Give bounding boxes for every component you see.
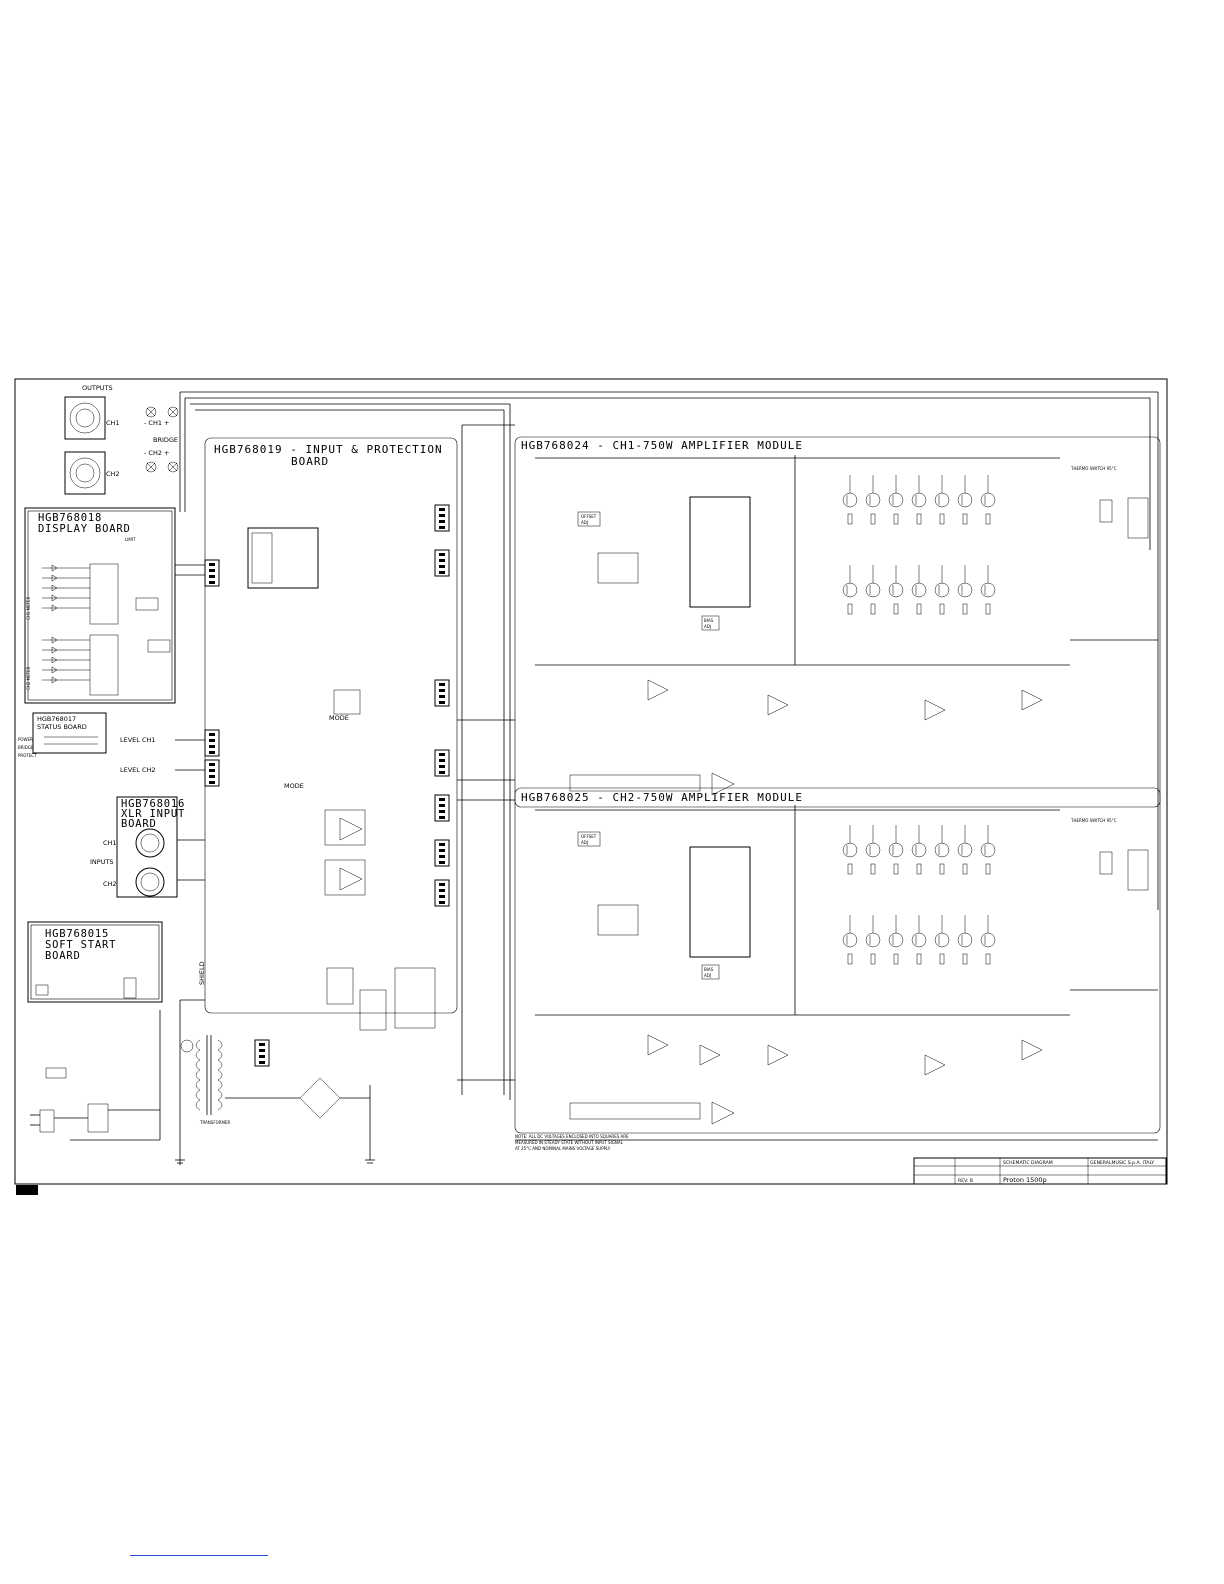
svg-text:HGB768017: HGB768017 xyxy=(37,715,76,723)
svg-text:TRANSFORMER: TRANSFORMER xyxy=(199,1120,231,1125)
svg-text:OFFSET: OFFSET xyxy=(581,834,597,839)
bridge-rectifier xyxy=(225,1077,371,1160)
speakon-ch2: CH2 xyxy=(64,451,120,495)
mains-transformer: TRANSFORMER xyxy=(180,1035,231,1125)
display-board: HGB768018 DISPLAY BOARD CH1 METER CH2 ME… xyxy=(24,507,176,704)
ch1-output-transistors xyxy=(842,475,996,615)
outputs-label: OUTPUTS xyxy=(82,384,113,392)
svg-text:NOTE: ALL DC VOLTAGES ENCLOSED: NOTE: ALL DC VOLTAGES ENCLOSED INTO SQUA… xyxy=(515,1134,629,1139)
binding-posts xyxy=(145,406,179,473)
svg-text:BOARD: BOARD xyxy=(121,818,157,830)
inputs-label: INPUTS xyxy=(90,858,114,866)
svg-text:ADJ: ADJ xyxy=(704,973,711,978)
protection-connectors xyxy=(204,504,450,1067)
svg-text:Proton 1500p: Proton 1500p xyxy=(1003,1176,1047,1184)
svg-text:MODE: MODE xyxy=(329,714,349,722)
shield-label: SHIELD xyxy=(198,961,206,985)
out-ch2-polarity: - CH2 + xyxy=(144,449,170,457)
connector xyxy=(434,749,450,777)
svg-text:HGB768019 - INPUT & PROTECTION: HGB768019 - INPUT & PROTECTION xyxy=(214,443,443,456)
svg-text:AT 25°C AND NOMINAL MAINS VOLT: AT 25°C AND NOMINAL MAINS VOLTAGE SUPPLY… xyxy=(515,1146,611,1151)
status-board: HGB768017 STATUS BOARD POWER BRIDGE PROT… xyxy=(18,712,107,758)
ch2-amplifier-module: HGB768025 - CH2-750W AMPLIFIER MODULE OF… xyxy=(514,787,1161,1134)
sheet-frame xyxy=(14,378,1168,1185)
svg-text:ADJ: ADJ xyxy=(581,520,588,525)
svg-text:XLR INPUT: XLR INPUT xyxy=(121,808,185,820)
out-bridge-label: BRIDGE xyxy=(153,436,178,444)
input-protection-board: HGB768019 - INPUT & PROTECTION BOARD MOD… xyxy=(204,437,458,1031)
svg-text:HGB768016: HGB768016 xyxy=(121,798,185,810)
display-led-rows xyxy=(42,564,90,684)
svg-text:LIMIT: LIMIT xyxy=(125,537,136,542)
connector xyxy=(204,759,220,787)
svg-text:THERMO SWITCH 95°C: THERMO SWITCH 95°C xyxy=(1070,818,1117,823)
connector xyxy=(434,879,450,907)
svg-text:THERMO SWITCH 95°C: THERMO SWITCH 95°C xyxy=(1070,466,1117,471)
speakon-ch1: CH1 xyxy=(64,396,120,440)
mains-input xyxy=(30,1010,161,1141)
svg-text:MEASURED IN STEADY STATE WITHO: MEASURED IN STEADY STATE WITHOUT INPUT S… xyxy=(515,1140,624,1145)
svg-text:POWER: POWER xyxy=(18,737,33,742)
interconnect-wiring xyxy=(175,391,1159,1165)
svg-text:BIAS: BIAS xyxy=(704,618,714,623)
svg-text:ADJ: ADJ xyxy=(704,624,711,629)
svg-text:HGB768025 - CH2-750W AMPLIFIER: HGB768025 - CH2-750W AMPLIFIER MODULE xyxy=(521,791,803,804)
connector xyxy=(254,1039,270,1067)
xlr-ch2-label: CH2 xyxy=(103,880,117,888)
svg-text:BOARD: BOARD xyxy=(291,455,329,468)
connector xyxy=(434,504,450,532)
svg-text:HGB768024 - CH1-750W AMPLIFIER: HGB768024 - CH1-750W AMPLIFIER MODULE xyxy=(521,439,803,452)
svg-text:DISPLAY BOARD: DISPLAY BOARD xyxy=(38,523,131,535)
svg-text:SCHEMATIC DIAGRAM: SCHEMATIC DIAGRAM xyxy=(1003,1160,1053,1166)
ch1-amplifier-module: HGB768024 - CH1-750W AMPLIFIER MODULE OF… xyxy=(514,436,1161,808)
xlr-ch1-label: CH1 xyxy=(103,839,117,847)
svg-text:CH2 METER: CH2 METER xyxy=(26,666,31,690)
connector xyxy=(434,549,450,577)
title-block: SCHEMATIC DIAGRAM REV: B Proton 1500p GE… xyxy=(913,1157,1167,1185)
svg-text:MODE: MODE xyxy=(284,782,304,790)
connector xyxy=(204,729,220,757)
svg-text:BIAS: BIAS xyxy=(704,967,714,972)
soft-start-board: HGB768015 SOFT START BOARD xyxy=(27,921,163,1003)
level-ch2-label: LEVEL CH2 xyxy=(120,766,156,774)
svg-text:BRIDGE: BRIDGE xyxy=(18,745,34,750)
connector xyxy=(434,839,450,867)
svg-text:HGB768018: HGB768018 xyxy=(38,512,102,524)
svg-text:STATUS BOARD: STATUS BOARD xyxy=(37,723,87,731)
svg-text:SOFT START: SOFT START xyxy=(45,939,116,951)
svg-text:OFFSET: OFFSET xyxy=(581,514,597,519)
svg-text:CH2: CH2 xyxy=(106,470,120,478)
connector xyxy=(434,679,450,707)
svg-text:HGB768015: HGB768015 xyxy=(45,928,109,940)
svg-text:CH1 METER: CH1 METER xyxy=(26,596,31,620)
ground-symbols xyxy=(175,1159,375,1164)
xlr-input-board: HGB768016 XLR INPUT BOARD xyxy=(116,796,185,898)
svg-text:GENERALMUSIC S.p.A. ITALY: GENERALMUSIC S.p.A. ITALY xyxy=(1090,1160,1154,1166)
out-ch1-polarity: - CH1 + xyxy=(144,419,170,427)
level-ch1-label: LEVEL CH1 xyxy=(120,736,156,744)
svg-text:BOARD: BOARD xyxy=(45,950,81,962)
opamps xyxy=(339,679,1043,1125)
voltage-note: NOTE: ALL DC VOLTAGES ENCLOSED INTO SQUA… xyxy=(515,1134,629,1151)
svg-text:PROTECT: PROTECT xyxy=(18,753,37,758)
corner-marker xyxy=(16,1185,38,1195)
footer-link-underline[interactable] xyxy=(130,1555,268,1556)
ch2-output-transistors xyxy=(842,825,996,965)
connector xyxy=(204,559,220,587)
svg-text:REV: B: REV: B xyxy=(958,1178,973,1184)
svg-text:CH1: CH1 xyxy=(106,419,120,427)
svg-text:ADJ: ADJ xyxy=(581,840,588,845)
connector xyxy=(434,794,450,822)
